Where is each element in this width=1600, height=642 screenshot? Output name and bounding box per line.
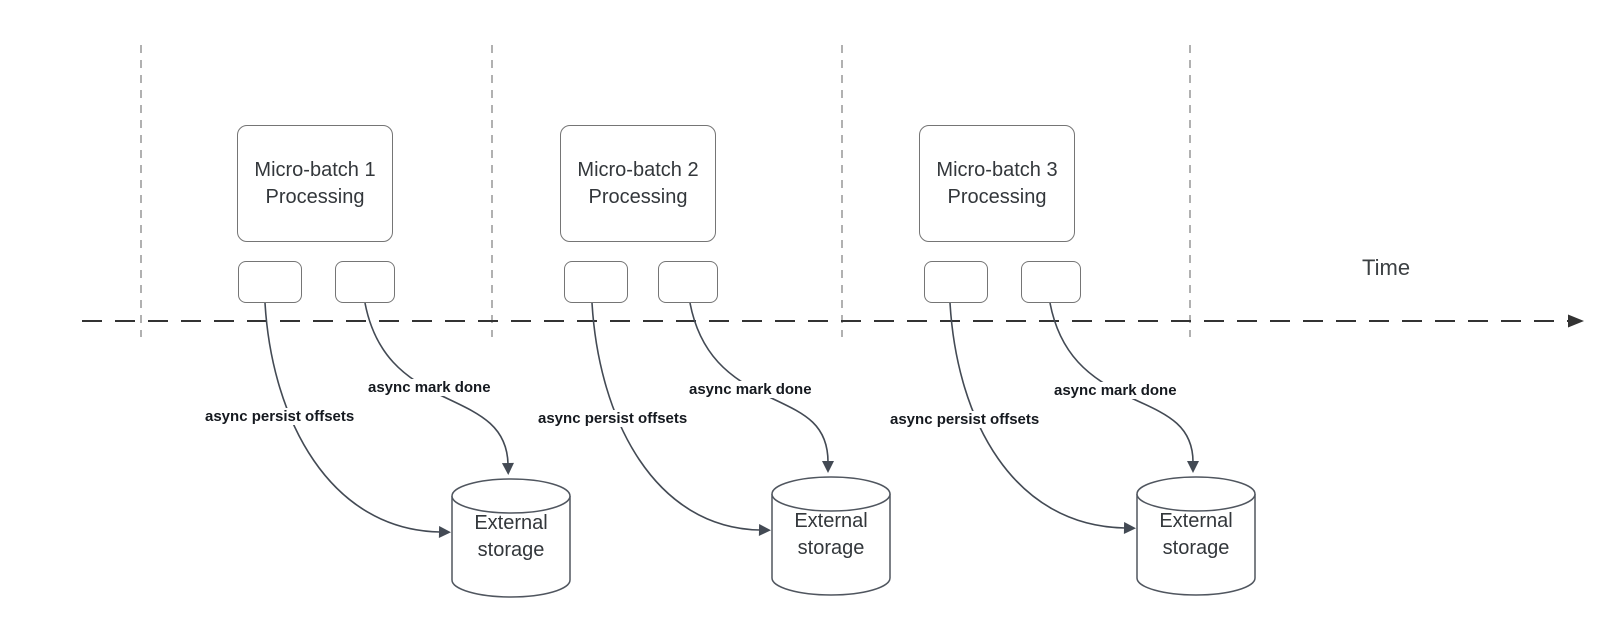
mark-done-label-2: async mark done xyxy=(687,381,814,398)
persist-offsets-label-1: async persist offsets xyxy=(203,408,357,425)
mark-done-task-box-3 xyxy=(1021,261,1081,303)
micro-batch-2-title: Micro-batch 2 Processing xyxy=(577,158,699,208)
persist-offsets-label-2: async persist offsets xyxy=(536,410,690,427)
persist-offsets-arrow-3 xyxy=(949,302,1136,534)
cylinder-top xyxy=(771,476,891,512)
micro-batch-1-title: Micro-batch 1 Processing xyxy=(254,158,376,208)
mark-done-label-1: async mark done xyxy=(366,379,493,396)
micro-batch-1-processing-box: Micro-batch 1 Processing xyxy=(237,125,393,242)
micro-batch-3-title: Micro-batch 3 Processing xyxy=(936,158,1058,208)
cylinder-body xyxy=(1136,494,1256,596)
cylinder-body xyxy=(451,496,571,598)
external-storage-cylinder-3 xyxy=(1136,476,1256,596)
external-storage-label-2: External storage xyxy=(794,510,868,559)
external-storage-label-3: External storage xyxy=(1159,510,1233,559)
cylinder-top xyxy=(1136,476,1256,512)
mark-done-task-box-2 xyxy=(658,261,718,303)
persist-offsets-task-box-3 xyxy=(924,261,988,303)
cylinder-top xyxy=(451,478,571,514)
micro-batch-3-processing-box: Micro-batch 3 Processing xyxy=(919,125,1075,242)
micro-batch-2-processing-box: Micro-batch 2 Processing xyxy=(560,125,716,242)
time-axis-label: Time xyxy=(1362,255,1411,280)
persist-offsets-arrow-1 xyxy=(264,302,451,538)
mark-done-label-3: async mark done xyxy=(1052,382,1179,399)
persist-offsets-task-box-2 xyxy=(564,261,628,303)
external-storage-cylinder-1 xyxy=(451,478,571,598)
external-storage-cylinder-2 xyxy=(771,476,891,596)
persist-offsets-task-box-1 xyxy=(238,261,302,303)
persist-offsets-label-3: async persist offsets xyxy=(888,411,1042,428)
cylinder-body xyxy=(771,494,891,596)
persist-offsets-arrow-2 xyxy=(591,302,771,536)
external-storage-label-1: External storage xyxy=(474,512,548,561)
mark-done-task-box-1 xyxy=(335,261,395,303)
